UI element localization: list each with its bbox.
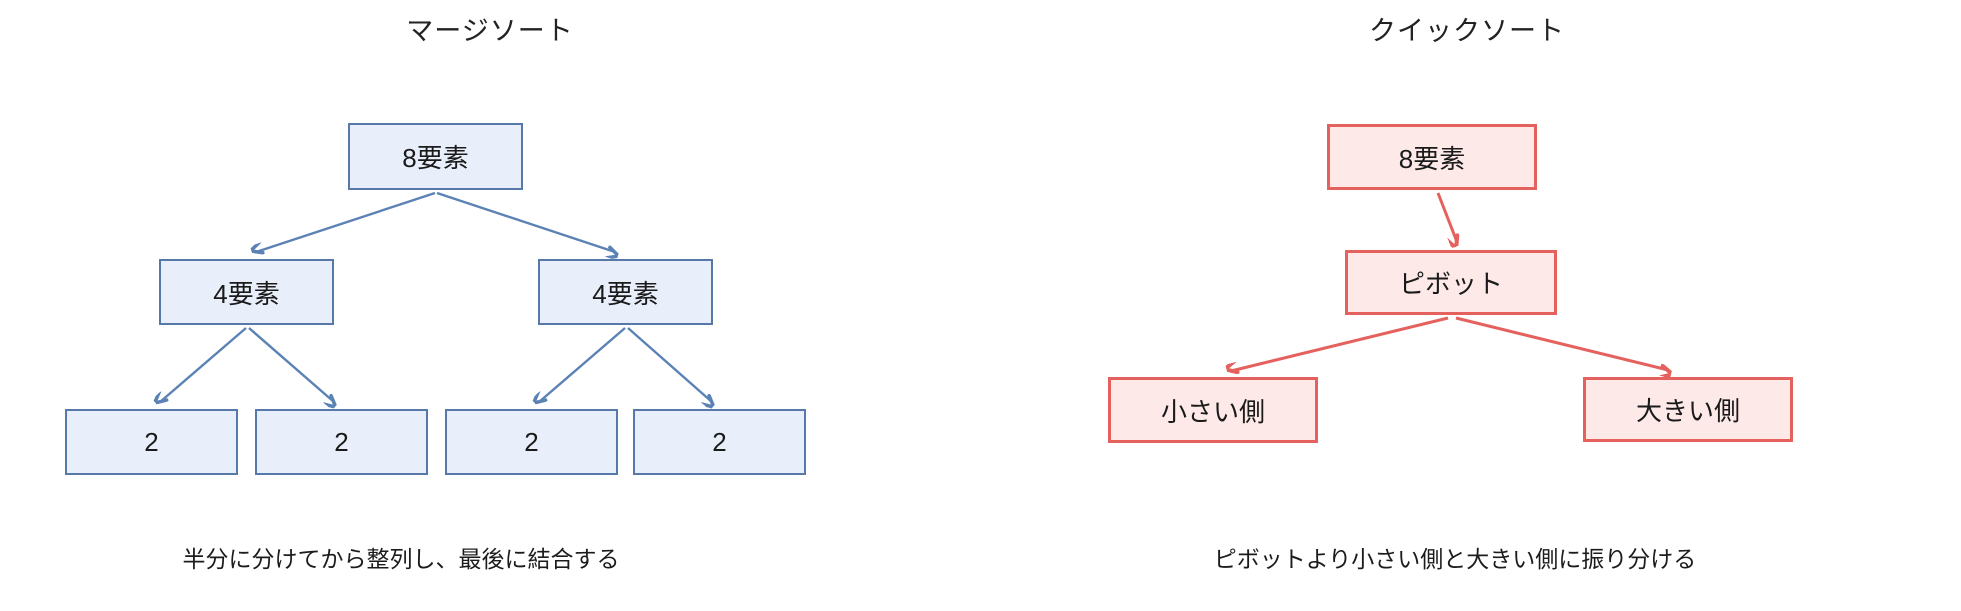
quick-node-smaller-side: 小さい側 [1108,377,1318,443]
merge-arrow-right-to-leaf4 [627,327,712,402]
quick-node-larger-side: 大きい側 [1583,377,1793,442]
quick-node-root: 8要素 [1327,124,1537,190]
quick-node-pivot: ピボット [1345,250,1557,315]
merge-node-leaf4: 2 [633,409,806,475]
merge-arrow-left-to-leaf2 [248,327,334,402]
merge-arrow-right-to-leaf3 [539,327,626,402]
quick-arrow-root-to-pivot [1436,192,1457,242]
merge-sort-caption: 半分に分けてから整列し、最後に結合する [182,546,620,572]
merge-node-leaf3: 2 [445,409,618,475]
quick-sort-caption: ピボットより小さい側と大きい側に振り分ける [1213,546,1697,572]
merge-node-level1-left: 4要素 [159,259,334,325]
quick-arrow-pivot-to-larger [1455,316,1668,370]
merge-node-level1-right: 4要素 [538,259,713,325]
merge-sort-title: マージソート [406,16,574,46]
merge-node-leaf1: 2 [65,409,238,475]
merge-arrow-left-to-leaf1 [160,327,247,402]
merge-arrow-root-to-right [436,191,615,252]
quick-arrow-pivot-to-smaller [1231,316,1449,371]
merge-arrow-root-to-left [256,191,436,252]
merge-node-root: 8要素 [348,123,523,190]
merge-node-leaf2: 2 [255,409,428,475]
quick-sort-title: クイックソート [1369,16,1565,46]
